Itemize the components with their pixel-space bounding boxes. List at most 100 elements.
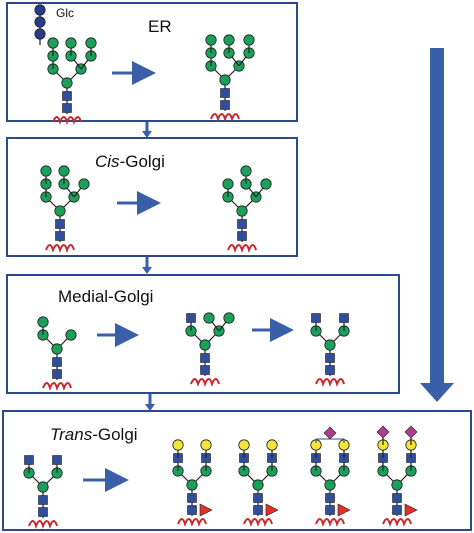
glucose-circle <box>34 28 46 40</box>
mannose-circle <box>260 178 272 190</box>
mannose-circle <box>219 74 231 86</box>
asparagine-wave <box>177 518 207 528</box>
overall-flow-arrow <box>420 48 454 402</box>
asparagine-wave <box>45 244 75 254</box>
asparagine-wave <box>243 518 273 528</box>
glcnac-square <box>62 103 72 113</box>
er-title: ER <box>148 17 172 36</box>
mannose-circle <box>51 343 63 355</box>
sialic-acid-diamond <box>376 425 390 439</box>
glycan <box>23 455 63 530</box>
trans-golgi-title: Trans-Golgi <box>50 425 138 444</box>
glycan <box>37 316 77 392</box>
glycan <box>310 426 351 528</box>
glcnac-square <box>325 353 335 363</box>
glcnac-square <box>38 507 48 517</box>
asparagine-wave <box>190 378 220 388</box>
glcnac-square <box>52 455 62 465</box>
glcnac-square <box>52 369 62 379</box>
glcnac-square <box>392 493 402 503</box>
glcnac-square <box>200 353 210 363</box>
mannose-circle <box>47 37 59 49</box>
mannose-circle <box>40 165 52 177</box>
glycan <box>185 312 235 388</box>
mannose-circle <box>324 479 336 491</box>
mannose-circle <box>65 329 77 341</box>
glcnac-square <box>325 365 335 375</box>
glycan-structures <box>23 4 418 530</box>
fucose-triangle <box>199 503 213 517</box>
glcnac-square <box>52 357 62 367</box>
glcnac-square <box>187 505 197 515</box>
panel-connector-3 <box>145 394 155 411</box>
mannose-circle <box>37 481 49 493</box>
galactose-circle <box>266 439 278 451</box>
glcnac-square <box>200 365 210 375</box>
glucose-circle <box>34 4 46 16</box>
glycan <box>238 439 279 528</box>
glcnac-square <box>325 493 335 503</box>
mannose-circle <box>78 178 90 190</box>
mannose-circle <box>391 479 403 491</box>
glcnac-square <box>339 313 349 323</box>
fucose-triangle <box>337 503 351 517</box>
mannose-circle <box>223 34 235 46</box>
glcnac-square <box>392 505 402 515</box>
mannose-circle <box>199 339 211 351</box>
mannose-circle <box>85 37 97 49</box>
mannose-circle <box>203 312 215 324</box>
mannose-circle <box>236 205 248 217</box>
glcnac-square <box>24 455 34 465</box>
galactose-circle <box>200 439 212 451</box>
glycan <box>47 37 97 126</box>
mannose-circle <box>65 37 77 49</box>
mannose-circle <box>252 479 264 491</box>
mannose-circle <box>186 479 198 491</box>
asparagine-wave <box>315 378 345 388</box>
mannose-circle <box>223 312 235 324</box>
asparagine-wave <box>52 116 82 126</box>
galactose-circle <box>238 439 250 451</box>
cis-golgi-title: Cis-Golgi <box>95 152 165 171</box>
glycan <box>40 165 90 254</box>
glycan <box>205 34 255 123</box>
glucose-circle <box>34 16 46 28</box>
asparagine-wave <box>315 518 345 528</box>
glcnac-square <box>325 505 335 515</box>
glcnac-square <box>187 493 197 503</box>
mannose-circle <box>54 205 66 217</box>
process-arrows <box>83 61 294 492</box>
glcnac-square <box>220 100 230 110</box>
mannose-circle <box>222 178 234 190</box>
asparagine-wave <box>42 382 72 392</box>
panel-connector-1 <box>142 121 152 138</box>
glcnac-square <box>237 219 247 229</box>
galactose-circle <box>172 439 184 451</box>
sialic-acid-diamond <box>404 425 418 439</box>
glcnac-square <box>237 231 247 241</box>
mannose-circle <box>58 165 70 177</box>
asparagine-wave <box>28 520 58 530</box>
mannose-circle <box>37 316 49 328</box>
glcnac-square <box>38 495 48 505</box>
glycan <box>222 165 272 254</box>
glucose-chain <box>34 4 46 45</box>
glycan <box>310 313 350 388</box>
glcnac-square <box>55 219 65 229</box>
medial-golgi-title: Medial-Golgi <box>58 287 153 306</box>
mannose-circle <box>205 34 217 46</box>
glycan <box>172 439 213 528</box>
glcnac-square <box>55 231 65 241</box>
glcnac-square <box>186 313 196 323</box>
fucose-triangle <box>404 503 418 517</box>
fucose-triangle <box>265 503 279 517</box>
asparagine-wave <box>382 518 412 528</box>
glcnac-square <box>253 505 263 515</box>
glcnac-square <box>253 493 263 503</box>
mannose-circle <box>324 339 336 351</box>
asparagine-wave <box>227 244 257 254</box>
glc-label: Glc <box>56 6 74 20</box>
mannose-circle <box>243 34 255 46</box>
mannose-circle <box>61 77 73 89</box>
